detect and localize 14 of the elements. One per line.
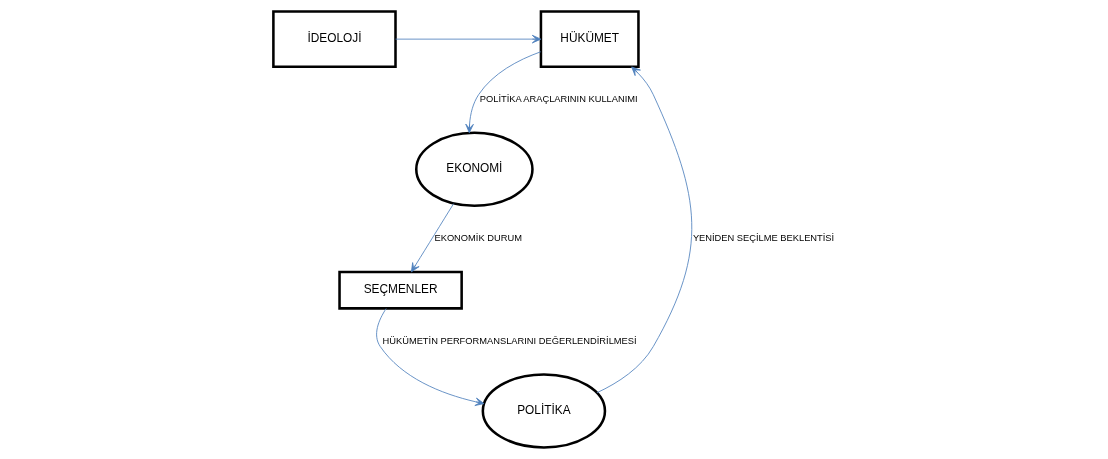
arrow — [375, 308, 484, 406]
node-box: SEÇMENLER — [337, 270, 463, 310]
edge-label: POLİTİKA ARAÇLARININ KULLANIMI — [479, 94, 638, 105]
node-box: HÜKÜMET — [539, 10, 640, 68]
edge-label: HÜKÜMETİN PERFORMANSLARINI DEĞERLENDİRİLMESİ — [382, 335, 637, 346]
arrow — [595, 66, 692, 394]
arrow — [394, 34, 541, 44]
edge-label: YENİDEN SEÇİLME BEKLENTİSİ — [692, 233, 834, 244]
node-ellipse: POLİTİKA — [481, 373, 606, 449]
arrow — [410, 203, 454, 273]
edge-label: EKONOMİK DURUM — [433, 233, 522, 244]
node-ellipse: EKONOMİ — [414, 131, 534, 208]
node-box: İDEOLOJİ — [271, 10, 397, 68]
arrow — [464, 51, 541, 134]
